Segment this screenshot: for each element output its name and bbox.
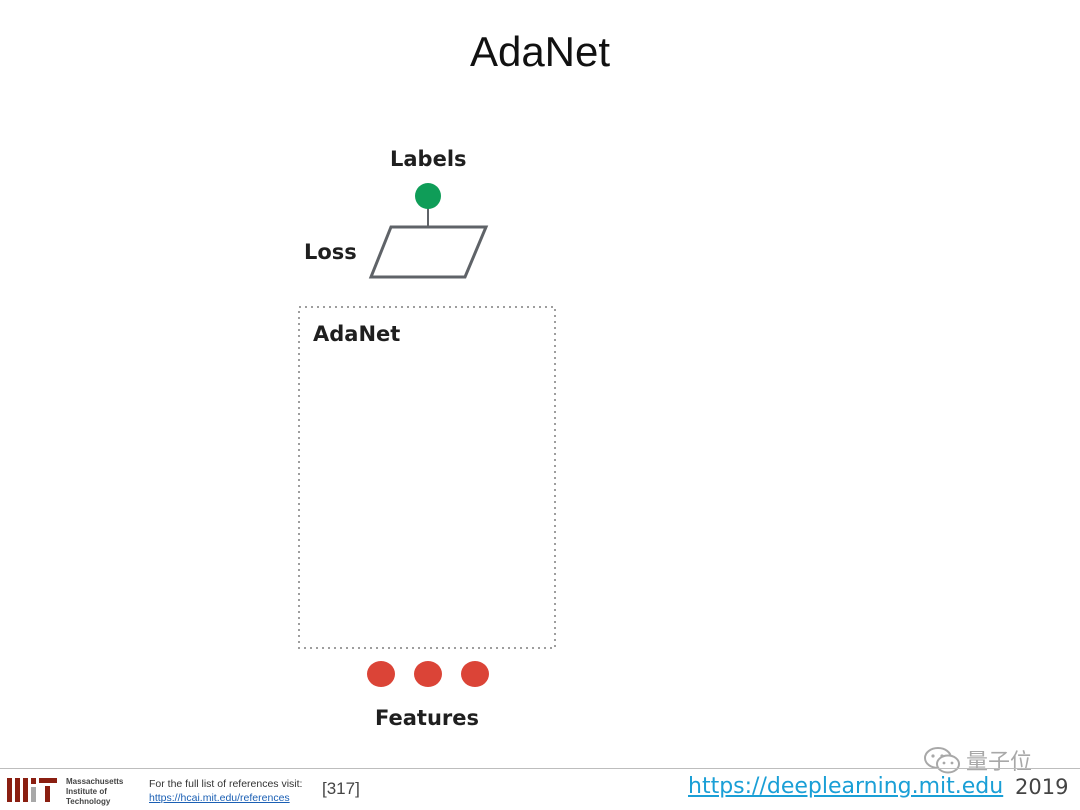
labels-node (415, 183, 441, 209)
feature-nodes (367, 661, 489, 687)
reference-link[interactable]: https://hcai.mit.edu/references (149, 792, 290, 804)
year: 2019 (1015, 775, 1069, 799)
watermark: 量子位 (922, 744, 1032, 776)
adanet-box (298, 306, 556, 649)
mit-name-line-1: Massachusetts (66, 777, 124, 786)
feature-node (461, 661, 489, 687)
footer-divider (0, 768, 1080, 769)
mit-name-line-3: Technology (66, 797, 111, 806)
mit-name: Massachusetts Institute of Technology (66, 777, 123, 807)
loss-parallelogram (368, 225, 489, 279)
wechat-icon (924, 747, 960, 774)
watermark-text: 量子位 (966, 750, 1033, 775)
adanet-diagram (298, 183, 556, 687)
reference-note-text: For the full list of references visit: (149, 778, 303, 790)
mit-name-line-2: Institute of (66, 787, 107, 796)
mit-logo-icon (7, 778, 57, 802)
feature-node (367, 661, 395, 687)
loss-label: Loss (304, 240, 357, 264)
site-link[interactable]: https://deeplearning.mit.edu (688, 774, 1004, 799)
reference-number: [317] (322, 779, 360, 798)
reference-note: For the full list of references visit: h… (149, 777, 302, 805)
feature-node (414, 661, 442, 687)
slide-title: AdaNet (469, 28, 611, 75)
features-label: Features (375, 706, 479, 730)
labels-label: Labels (390, 147, 467, 171)
adanet-box-label: AdaNet (313, 322, 401, 346)
